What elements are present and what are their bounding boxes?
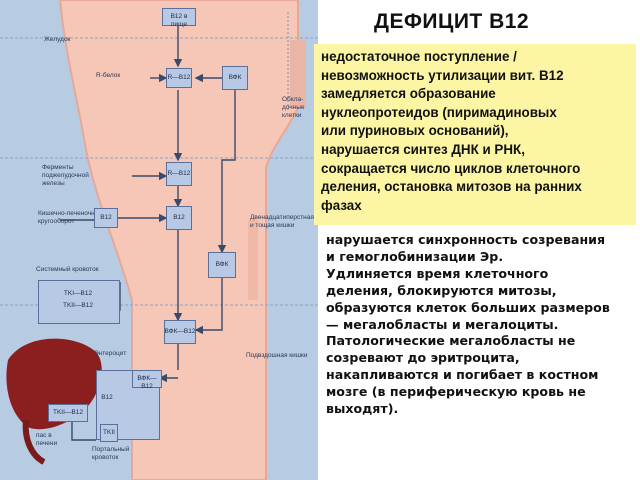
intrinsic-factor-text-2: ВФК — [215, 261, 229, 268]
b12-mid-box — [166, 206, 192, 230]
b12-in-food-text: B12 в пище — [170, 13, 188, 28]
if-b12-complex-text: ВФК—B12 — [164, 328, 196, 335]
transcobalamin-1-text: TKI—B12 — [63, 290, 93, 297]
intrinsic-factor-text-1: ВФК — [228, 74, 242, 81]
b12-mid-text: B12 — [173, 214, 185, 221]
b12-left-box — [94, 208, 118, 228]
tkii-b12-text: TKII—B12 — [53, 409, 83, 416]
ileum-label: Подвздошная кишки — [246, 352, 308, 359]
duodenum-label: Двенадцатиперстная и тощая кишки — [250, 214, 314, 229]
r-b12-text-2: R—B12 — [167, 170, 191, 177]
b12-metabolism-diagram: Желудок R-белок Ферменты поджелудочной ж… — [0, 0, 318, 480]
deficit-causes-text: недостаточное поступление / невозможност… — [321, 49, 582, 213]
parietal-cells-band — [290, 40, 306, 108]
systemic-blood-label: Системный кровоток — [36, 266, 99, 273]
parietal-cells-label: Обкла- дочные клетки — [282, 96, 305, 119]
portal-blood-label: Портальный кровоток — [92, 446, 130, 461]
tkii-b12-box — [48, 404, 88, 422]
transcobalamin-2-text: TKII—B12 — [63, 302, 93, 309]
stomach-label: Желудок — [44, 36, 71, 43]
enterohepatic-label: Кишечно-печеночный кругооборот — [38, 210, 104, 225]
r-b12-text-1: R—B12 — [167, 74, 191, 81]
b12-enterocyte-text: B12 — [101, 394, 113, 401]
intrinsic-factor-box-2 — [208, 252, 236, 278]
r-protein-label: R-белок — [96, 72, 121, 79]
b12-left-text: B12 — [100, 214, 112, 221]
tkii-text: TKII — [103, 429, 115, 436]
r-b12-box-1 — [166, 68, 192, 88]
digestive-tract-shape — [58, 0, 299, 480]
duodenum-wall — [248, 220, 258, 300]
if-b12-enterocyte-text: ВФК—B12 — [137, 375, 157, 390]
intrinsic-factor-box-1 — [222, 66, 248, 90]
r-b12-box-2 — [166, 162, 192, 186]
tkii-box — [100, 424, 118, 442]
if-b12-enterocyte-box — [132, 370, 162, 388]
enterocyte-label: Энтероцит — [94, 350, 127, 357]
liver-label: пас в печени — [36, 432, 58, 447]
deficit-causes-box: недостаточное поступление / невозможност… — [314, 44, 636, 225]
pancreas-enzymes-label: Ферменты поджелудочной железы — [42, 164, 89, 187]
if-b12-complex-box — [164, 320, 196, 344]
transcobalamin-box — [38, 280, 120, 324]
b12-in-food-box — [162, 8, 196, 26]
slide-title: ДЕФИЦИТ В12 — [374, 10, 530, 33]
megaloblast-effects-text: нарушается синхронность созревания и гем… — [326, 232, 610, 417]
